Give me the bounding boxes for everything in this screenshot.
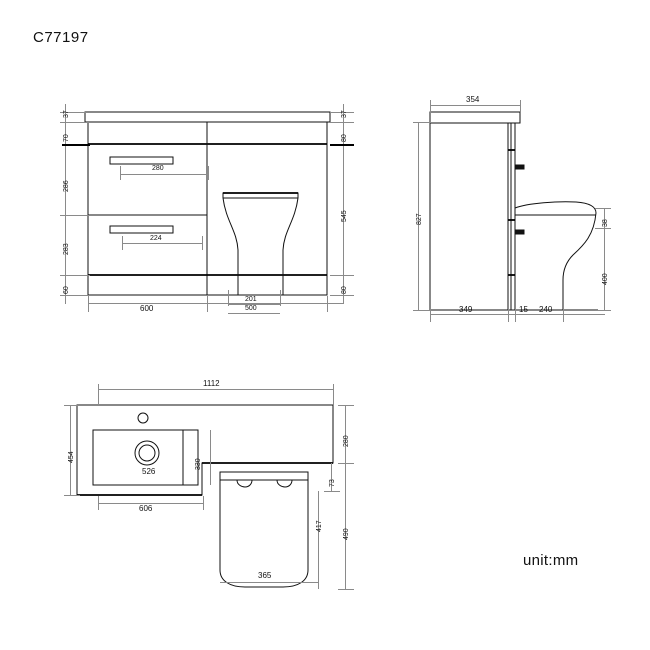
front-ext-5: [60, 275, 90, 276]
side-right-tick-m: [595, 228, 611, 229]
front-rext-4: [330, 275, 354, 276]
plan-dim-417: 417: [316, 520, 323, 532]
front-ext-3: [62, 144, 90, 146]
plan-toilet-depth-line: [318, 491, 319, 589]
side-dim-38: 38: [602, 219, 609, 227]
plan-dim-454: 454: [68, 451, 75, 463]
front-dim-500: 500: [245, 305, 257, 312]
front-rext-3: [330, 144, 354, 146]
plan-right-tick-280-b: [338, 463, 354, 464]
front-ext-2: [60, 122, 90, 123]
handle-label-lower: 224: [150, 235, 162, 242]
plan-right-tick-490-b: [338, 589, 354, 590]
handle-dim-line-lower: [122, 243, 202, 244]
side-left-tick-b: [413, 310, 431, 311]
front-rext-2: [330, 122, 354, 123]
front-ext-6: [60, 295, 90, 296]
plan-view-geometry: [76, 404, 334, 588]
plan-top-tick-l: [98, 384, 99, 406]
plan-dim-526: 526: [142, 467, 156, 476]
plan-right-tick-73-b: [324, 491, 340, 492]
wc-dim-201-tick-r: [280, 290, 281, 306]
unit-note: unit:mm: [523, 552, 579, 569]
plan-toilet-width-line: [220, 582, 318, 583]
front-dim-left-2: 70: [63, 134, 70, 142]
side-right-dim-line: [604, 208, 605, 310]
wc-dim-500-line: [228, 313, 280, 314]
plan-bottom-tick-l: [98, 496, 99, 510]
handle-dim-tick-ul: [120, 166, 121, 180]
side-bottom-tick-4: [563, 300, 564, 322]
side-top-dim-line: [430, 105, 520, 106]
front-dim-right-3: 545: [341, 210, 348, 222]
side-bottom-tick-2: [508, 300, 509, 322]
handle-dim-line-upper: [120, 174, 208, 175]
plan-dim-606: 606: [139, 504, 153, 513]
page-title: C77197: [33, 29, 89, 46]
plan-right-dim-line-490: [345, 463, 346, 589]
side-bottom-dim-line: [430, 314, 605, 315]
side-dim-349: 349: [459, 305, 473, 314]
front-ext-4: [60, 215, 90, 216]
front-dim-left-4: 283: [63, 243, 70, 255]
front-bottom-tick-r: [327, 296, 328, 312]
wc-dim-201-tick-l: [228, 290, 229, 306]
plan-right-dim-line-280: [345, 405, 346, 463]
plan-dim-490: 490: [343, 528, 350, 540]
side-right-tick-t: [595, 208, 611, 209]
plan-dim-73: 73: [329, 479, 336, 487]
plan-dim-280: 280: [343, 435, 350, 447]
side-top-tick-l: [430, 100, 431, 114]
front-dim-left-1: 37: [63, 110, 70, 118]
side-bottom-tick-3: [515, 300, 516, 322]
side-bottom-tick-1: [430, 308, 431, 322]
side-right-tick-b: [595, 310, 611, 311]
plan-dim-365: 365: [258, 571, 272, 580]
handle-label-upper: 280: [152, 165, 164, 172]
plan-bottom-tick-r: [203, 496, 204, 510]
plan-left-dim-line: [70, 405, 71, 495]
wc-dim-201-line: [228, 304, 280, 305]
side-left-dim-line: [418, 122, 419, 310]
plan-right-tick-280-t: [338, 405, 354, 406]
front-dim-right-4: 80: [341, 286, 348, 294]
front-elevation-geometry: [84, 111, 331, 296]
side-dim-400: 400: [602, 273, 609, 285]
plan-top-dim-line: [98, 389, 333, 390]
front-dim-201: 201: [245, 296, 257, 303]
side-dim-15: 15: [519, 305, 528, 314]
plan-left-tick-b: [64, 495, 80, 496]
side-dim-354: 354: [466, 95, 480, 104]
side-left-tick-t: [413, 122, 431, 123]
side-elevation-geometry: [429, 111, 598, 311]
front-dim-left-3: 286: [63, 180, 70, 192]
front-dim-right-1: 37: [341, 110, 348, 118]
front-ext-1: [60, 112, 90, 113]
front-bottom-tick-l: [88, 296, 89, 312]
front-rext-5: [330, 295, 354, 296]
front-bottom-dim-line: [88, 303, 343, 304]
front-bottom-tick-m: [207, 296, 208, 312]
handle-dim-tick-ll: [122, 236, 123, 250]
plan-dim-330: 330: [195, 458, 202, 470]
side-dim-240: 240: [539, 305, 553, 314]
plan-bottom-dim-line: [98, 503, 203, 504]
plan-top-tick-r: [333, 384, 334, 406]
front-rext-1: [330, 112, 354, 113]
handle-dim-tick-lr: [202, 236, 203, 250]
plan-basin-dim-line: [210, 430, 211, 485]
front-dim-right-2: 80: [341, 134, 348, 142]
plan-left-tick-t: [64, 405, 80, 406]
front-dim-left-5: 60: [63, 286, 70, 294]
front-left-dim-line: [65, 104, 66, 304]
side-dim-827: 827: [416, 213, 423, 225]
front-dim-bottom-600: 600: [140, 304, 154, 313]
side-top-tick-r: [520, 100, 521, 114]
handle-dim-tick-ur: [208, 166, 209, 180]
front-right-dim-line: [343, 104, 344, 304]
plan-dim-1112: 1112: [203, 379, 220, 388]
plan-right-dim-line-73: [331, 463, 332, 491]
